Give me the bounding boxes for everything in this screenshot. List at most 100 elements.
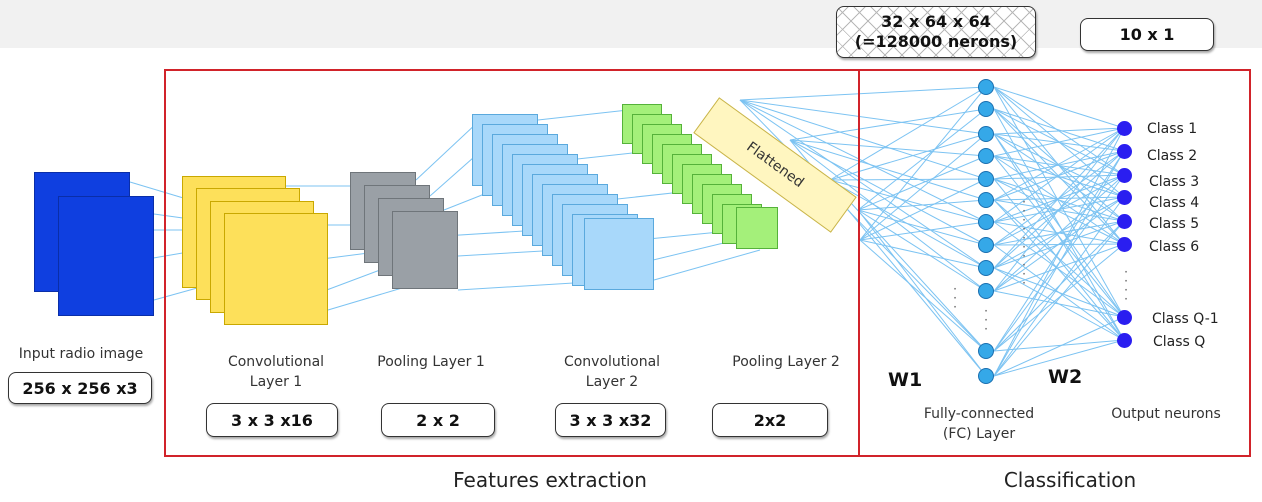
connection-line (993, 127, 1125, 269)
class-label: Class 1 (1147, 121, 1198, 137)
hidden-ellipsis: ··· (953, 282, 957, 314)
pool1-feature-map (392, 211, 458, 289)
connection-line (993, 220, 1125, 377)
top-band (0, 0, 1262, 48)
connection-line (993, 199, 1125, 318)
connection-line (993, 133, 1125, 318)
fc-node (978, 343, 994, 359)
pool2-size-box: 2x2 (712, 403, 828, 437)
connection-line (829, 133, 987, 181)
input-image-sheet (58, 196, 154, 316)
connection-line (859, 239, 987, 352)
connection-line (993, 196, 1125, 292)
connection-line (993, 178, 1125, 222)
pool1-size-box: 2 x 2 (381, 403, 495, 437)
connection-line (993, 243, 1125, 352)
connection-line (857, 108, 987, 211)
fc-size-box: 32 x 64 x 64 (=128000 nerons) (836, 6, 1036, 58)
output-size-box: 10 x 1 (1080, 18, 1214, 51)
conv1-feature-map (224, 213, 328, 325)
class-label: Class Q-1 (1152, 311, 1219, 327)
conv1-size-box: 3 x 3 x16 (206, 403, 338, 437)
class-label: Class 6 (1149, 239, 1200, 255)
connection-line (829, 178, 987, 181)
input-label: Input radio image (18, 346, 144, 362)
connection-line (993, 86, 1125, 129)
connection-line (129, 181, 191, 201)
connection-line (993, 267, 1125, 318)
connection-line (993, 155, 1125, 318)
fc-node (978, 260, 994, 276)
output-node (1117, 237, 1132, 252)
output-node (1117, 214, 1132, 229)
connection-line (857, 155, 987, 211)
fc-node (978, 171, 994, 187)
connection-line (859, 239, 987, 269)
pool1-label: Pooling Layer 1 (377, 354, 485, 370)
connection-line (993, 316, 1125, 377)
connection-line (993, 174, 1125, 292)
classification-caption: Classification (1003, 468, 1137, 492)
connection-line (993, 127, 1125, 223)
features-extraction-caption: Features extraction (453, 468, 647, 492)
output-node (1117, 333, 1132, 348)
w2-label: W2 (1048, 366, 1083, 388)
conv2-size-box: 3 x 3 x32 (555, 403, 666, 437)
connection-line (789, 108, 987, 141)
connection-line (739, 99, 987, 135)
connection-line (859, 86, 987, 241)
class-label: Class 3 (1149, 174, 1200, 190)
output-node (1117, 190, 1132, 205)
pool2-feature-map (736, 207, 778, 249)
connection-line (859, 133, 987, 241)
connection-line (993, 243, 1125, 292)
connection-line (327, 287, 403, 311)
pool2-label: Pooling Layer 2 (732, 354, 840, 370)
connection-line (739, 99, 987, 269)
w1-label: W1 (888, 369, 923, 391)
connection-line (739, 99, 987, 180)
class-label: Class 5 (1149, 216, 1200, 232)
connection-line (789, 139, 987, 157)
connection-line (993, 127, 1125, 135)
classification-frame (858, 69, 1251, 457)
connection-line (993, 339, 1125, 377)
connection-line (739, 86, 987, 101)
connection-line (789, 139, 987, 246)
fc-ellipsis: ··· (984, 304, 988, 336)
connection-line (789, 139, 987, 201)
connection-line (993, 150, 1125, 377)
connection-line (993, 290, 1125, 318)
class-label: Class 4 (1149, 195, 1200, 211)
connection-line (993, 196, 1125, 377)
connection-line (537, 109, 629, 121)
class-label: Class 2 (1147, 148, 1198, 164)
connection-line (739, 99, 987, 223)
connection-line (415, 121, 479, 181)
connection-line (993, 127, 1125, 377)
connection-line (829, 179, 987, 352)
conv2-feature-map (584, 218, 654, 290)
connection-line (993, 127, 1125, 157)
fc-node (978, 126, 994, 142)
fc-layer-label: Fully-connected(FC) Layer (923, 406, 1035, 442)
input-size-box: 256 x 256 x3 (8, 372, 152, 404)
connection-line (457, 281, 591, 291)
connection-line (993, 178, 1125, 245)
output-node (1117, 121, 1132, 136)
output-node (1117, 310, 1132, 325)
fc-node (978, 283, 994, 299)
output-node (1117, 168, 1132, 183)
fc-node (978, 148, 994, 164)
connection-line (789, 139, 987, 292)
connection-line (857, 199, 987, 211)
connection-line (829, 179, 987, 223)
connection-line (653, 249, 761, 281)
connection-line (993, 174, 1125, 180)
output-neurons-label: Output neurons (1111, 406, 1221, 422)
output-ellipsis: ···· (1124, 265, 1128, 306)
output-node (1117, 144, 1132, 159)
connection-line (993, 221, 1125, 318)
